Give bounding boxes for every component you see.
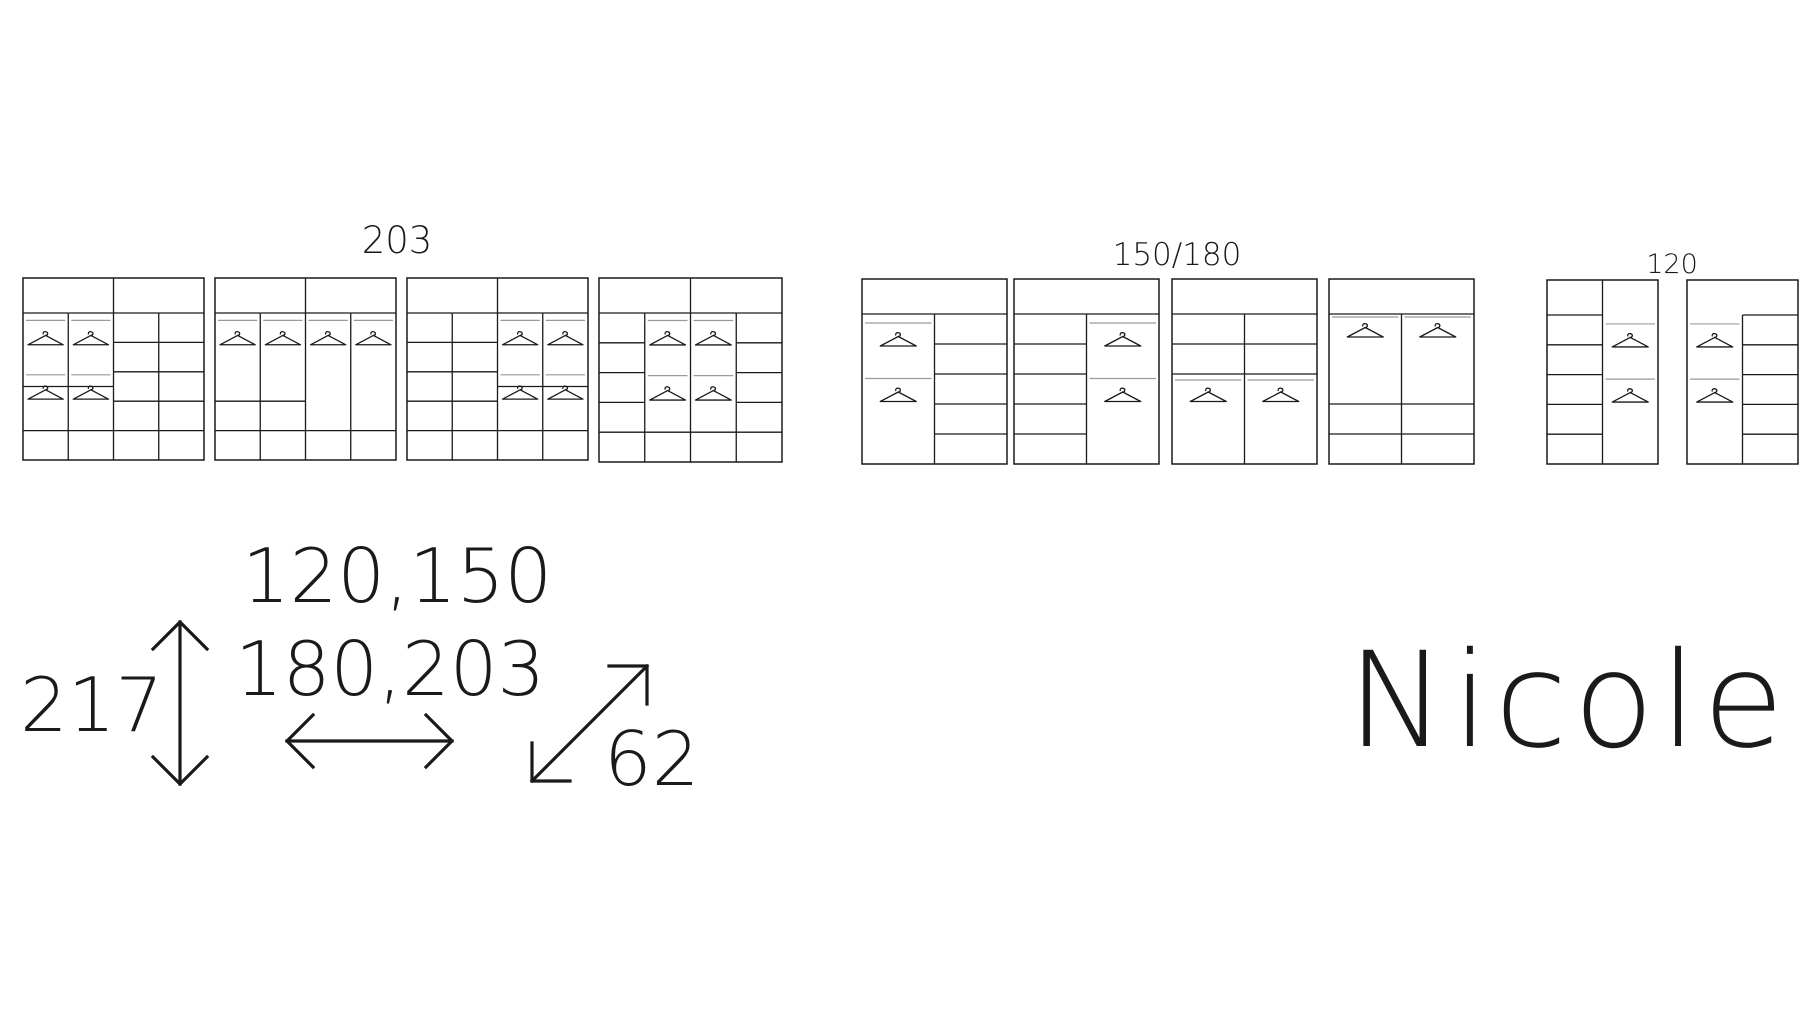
dimension-depth-value: 62	[604, 715, 699, 803]
hanger-icon	[1696, 332, 1734, 348]
diagonal-double-arrow-icon	[529, 663, 650, 784]
hanger-icon	[694, 386, 732, 401]
hanger-icon	[879, 332, 917, 347]
wardrobe-group-203	[22, 277, 783, 463]
wardrobe-150-180-c	[1171, 278, 1318, 465]
hanger-icon	[1346, 323, 1384, 338]
wardrobe-203-b	[214, 277, 397, 461]
hanger-icon	[1104, 332, 1142, 347]
brand-name: Nicole	[1347, 624, 1790, 778]
hanger-icon	[501, 385, 539, 400]
hanger-icon	[264, 331, 302, 346]
hanger-icon	[309, 331, 347, 346]
hanger-icon	[547, 331, 584, 346]
hanger-icon	[27, 385, 64, 400]
group-width-label-150-180: 150/180	[1113, 237, 1242, 273]
group-width-label-203: 203	[362, 219, 433, 262]
wardrobe-150-180-a	[861, 278, 1008, 465]
hanger-icon	[219, 331, 256, 346]
hanger-icon	[1189, 387, 1227, 403]
hanger-icon	[355, 331, 392, 346]
hanger-icon	[1611, 388, 1649, 403]
wardrobe-150-180-b	[1013, 278, 1160, 465]
hanger-icon	[501, 331, 539, 346]
wardrobe-group-150-180	[861, 278, 1475, 465]
hanger-icon	[27, 331, 64, 346]
dimension-widths-line-1: 120,150	[242, 532, 552, 620]
hanger-icon	[879, 387, 917, 403]
hanger-icon	[1611, 332, 1649, 348]
dimension-height-value: 217	[20, 661, 163, 749]
hanger-icon	[649, 386, 687, 401]
horizontal-double-arrow-icon	[284, 712, 455, 770]
vertical-double-arrow-icon	[150, 619, 210, 787]
wardrobe-150-180-d	[1328, 278, 1475, 465]
wardrobe-120-b	[1686, 279, 1799, 465]
group-width-label-120: 120	[1646, 249, 1698, 280]
wardrobe-group-120	[1546, 279, 1799, 465]
hanger-icon	[72, 385, 110, 400]
wardrobe-203-d	[598, 277, 783, 463]
hanger-icon	[1104, 387, 1142, 403]
hanger-icon	[72, 331, 110, 346]
wardrobe-203-c	[406, 277, 589, 461]
wardrobe-120-a	[1546, 279, 1659, 465]
hanger-icon	[1262, 387, 1300, 403]
hanger-icon	[1419, 323, 1457, 338]
hanger-icon	[649, 331, 687, 346]
hanger-icon	[694, 331, 732, 346]
dimension-widths-line-2: 180,203	[235, 625, 545, 713]
wardrobe-203-a	[22, 277, 205, 461]
hanger-icon	[1696, 388, 1734, 403]
hanger-icon	[547, 385, 584, 400]
